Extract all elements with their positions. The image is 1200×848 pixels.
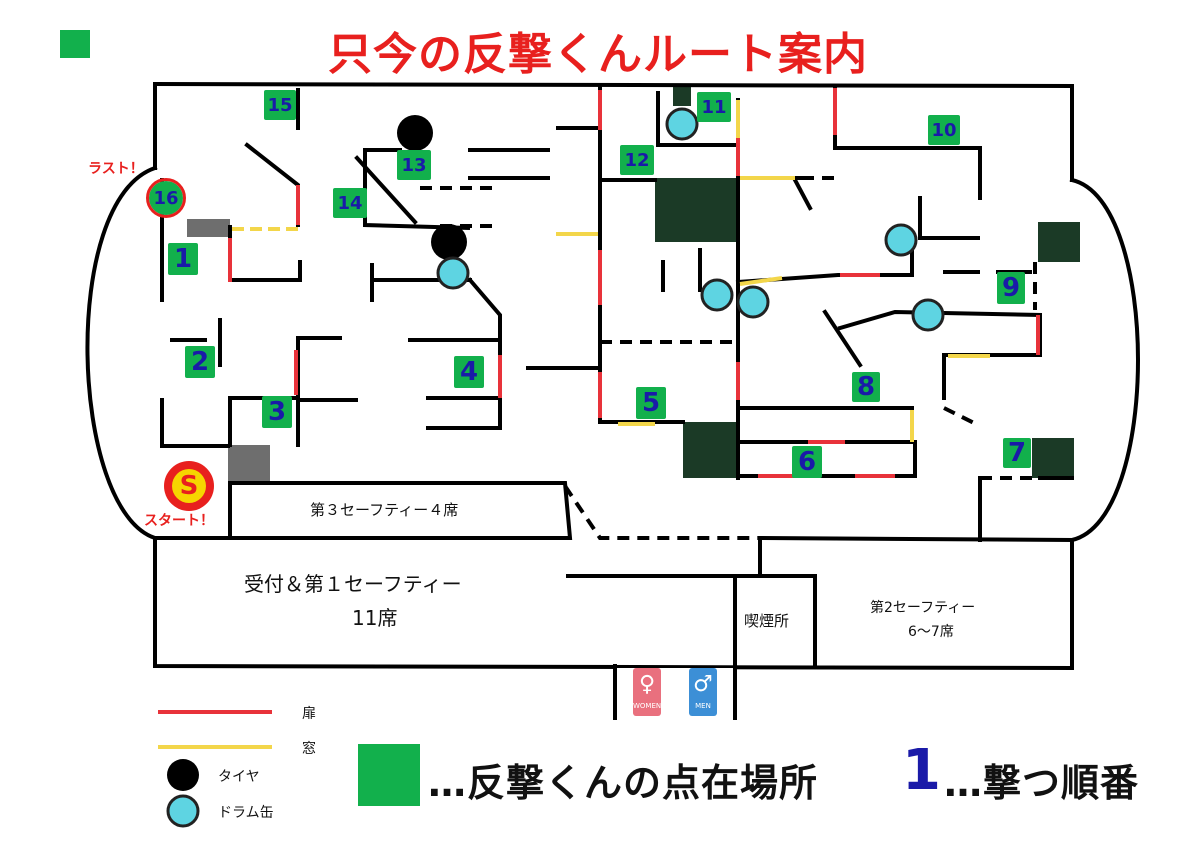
drum-icon — [436, 256, 470, 290]
route-marker-9: 9 — [997, 272, 1025, 304]
route-marker-11: 11 — [697, 92, 731, 122]
women-label: WOMEN — [633, 702, 662, 710]
tire-icon — [431, 224, 467, 260]
legend-tire-icon — [167, 759, 199, 791]
legend-door-label: 扉 — [302, 706, 316, 722]
route-marker-16: 16 — [146, 178, 186, 218]
outer-wall — [85, 165, 158, 541]
route-marker-4: 4 — [454, 356, 484, 388]
windows — [232, 100, 990, 442]
pillars — [187, 219, 270, 483]
legend-drum-icon — [166, 794, 200, 828]
route-marker-7: 7 — [1003, 438, 1031, 468]
obstacle-block — [655, 178, 738, 242]
room-safety3: 第３セーフティー４席 — [310, 501, 459, 519]
obstacle-block — [673, 84, 691, 106]
page-title: 只今の反撃くんルート案内 — [328, 29, 868, 80]
window — [739, 276, 783, 286]
route-marker-13: 13 — [397, 150, 431, 180]
tires — [397, 115, 467, 260]
drum-icon — [884, 223, 918, 257]
route-marker-10: 10 — [928, 115, 960, 145]
legend-tire-label: タイヤ — [218, 769, 260, 785]
room-smoking: 喫煙所 — [744, 612, 790, 630]
legend-marker-square — [358, 744, 420, 806]
route-marker-6: 6 — [792, 446, 822, 478]
walls — [85, 81, 1140, 720]
room-safety2-line2: 6～7席 — [908, 624, 954, 640]
room-safety2-line1: 第2セーフティー — [870, 600, 976, 616]
pillar — [228, 445, 270, 483]
route-marker-3: 3 — [262, 396, 292, 428]
drum-icon — [911, 298, 945, 332]
corner-marker-square — [60, 30, 90, 58]
start-badge: S — [164, 461, 214, 511]
route-marker-2: 2 — [185, 346, 215, 378]
legend-order-number: 1 — [902, 738, 941, 803]
men-restroom: ♂ MEN — [689, 668, 717, 716]
pillar — [187, 219, 230, 237]
route-marker-15: 15 — [264, 90, 296, 120]
outer-wall — [152, 81, 1074, 182]
route-marker-12: 12 — [620, 145, 654, 175]
obstacle-block — [1038, 222, 1080, 262]
women-restroom: ♀ WOMEN — [633, 668, 661, 716]
women-icon: ♀ — [638, 672, 656, 697]
men-label: MEN — [695, 702, 711, 710]
obstacles — [655, 84, 1080, 478]
drum-icon — [700, 278, 734, 312]
drum-icon — [665, 107, 699, 141]
route-marker-1: 1 — [168, 243, 198, 275]
legend-lines — [158, 710, 420, 828]
outer-wall — [1069, 177, 1140, 543]
last-note: ラスト！ — [88, 161, 144, 177]
route-marker-8: 8 — [852, 372, 880, 402]
drum-icon — [736, 285, 770, 319]
legend-window-label: 窓 — [302, 741, 316, 757]
legend-location-text: …反撃くんの点在場所 — [428, 761, 819, 805]
route-marker-5: 5 — [636, 387, 666, 419]
route-marker-14: 14 — [333, 188, 367, 218]
obstacle-block — [1032, 438, 1074, 478]
legend-drum-label: ドラム缶 — [218, 805, 274, 821]
men-icon: ♂ — [693, 672, 713, 697]
drums — [436, 107, 945, 332]
tire-icon — [397, 115, 433, 151]
start-letter: S — [172, 469, 206, 503]
legend-order-text: …撃つ順番 — [944, 761, 1140, 805]
room-reception-line1: 受付＆第１セーフティー — [244, 572, 462, 596]
room-reception-line2: 11席 — [352, 606, 398, 630]
obstacle-block — [683, 422, 738, 478]
doors — [228, 88, 1040, 478]
start-note: スタート！ — [144, 513, 214, 529]
